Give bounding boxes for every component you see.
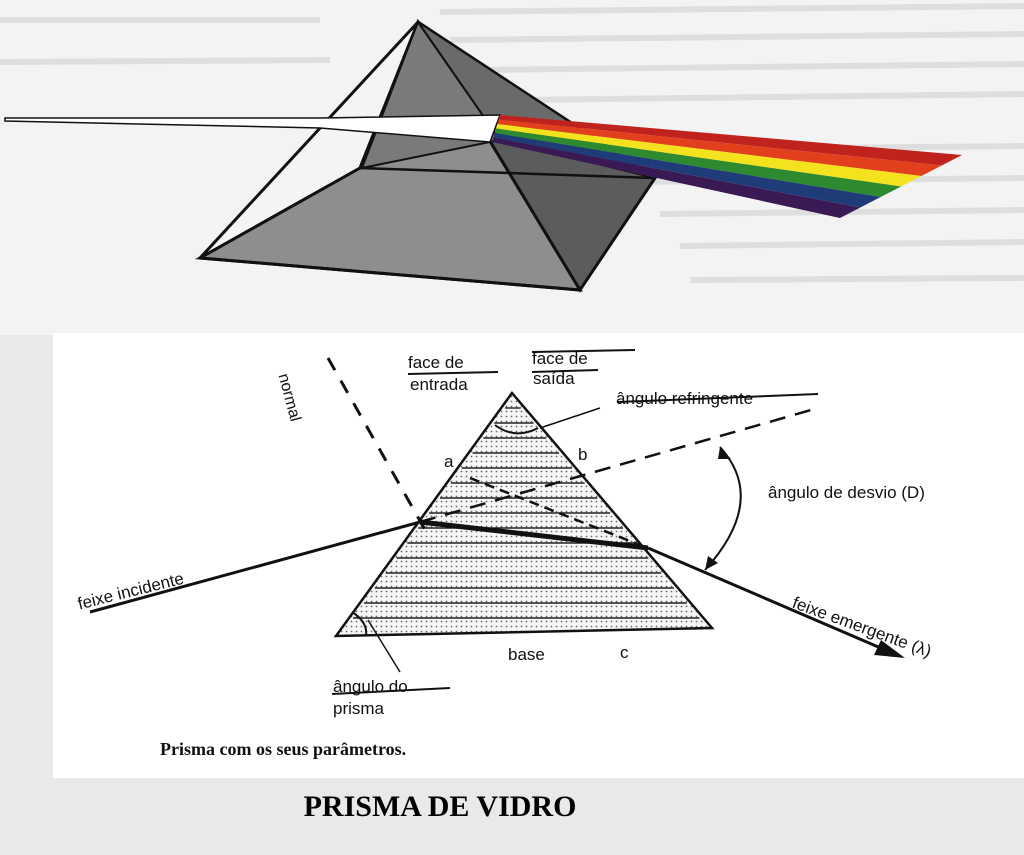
incident-beam-line xyxy=(89,520,421,614)
refracting-angle-label: ângulo refringente xyxy=(616,389,754,408)
prism-angle-label-line2: prisma xyxy=(333,699,385,718)
vertex-a-label: a xyxy=(444,452,454,471)
emergent-beam-arrowhead xyxy=(874,640,905,658)
white-light-beam xyxy=(4,114,502,143)
deviation-arc-arrow-top xyxy=(718,447,731,459)
background-text-lines xyxy=(0,3,1024,283)
spectrum-band xyxy=(492,137,861,218)
emergent-beam-line xyxy=(647,546,891,654)
entry-face-label-line2: entrada xyxy=(410,375,468,394)
prism-edge-base xyxy=(199,256,581,292)
spectrum-band xyxy=(498,115,962,166)
entry-face-label-line1: face de xyxy=(408,353,464,372)
exit-face-label-line2: saída xyxy=(533,369,575,388)
prism-edge-inner xyxy=(359,166,656,180)
refracting-angle-pointer xyxy=(539,407,601,429)
prism-triangle xyxy=(333,390,715,638)
prism-angle-label-line1: ângulo do xyxy=(333,677,408,696)
deviation-angle-label: ângulo de desvio (D) xyxy=(768,483,925,502)
spectrum-band xyxy=(496,124,922,187)
deviation-reference-line xyxy=(419,406,819,524)
vertex-c-label: c xyxy=(620,643,629,662)
spectrum-band xyxy=(494,128,901,197)
refracted-beam-line xyxy=(419,519,649,551)
spectrum-bands xyxy=(492,115,962,218)
internal-ray-line xyxy=(469,476,641,547)
spectrum-band xyxy=(497,119,942,176)
label-underlines xyxy=(331,349,819,695)
vertex-b-label: b xyxy=(578,445,588,464)
prism-angle-arc xyxy=(351,611,368,637)
prism-angle-pointer xyxy=(367,619,401,673)
refracting-angle-arc xyxy=(494,424,539,435)
deviation-angle-arc xyxy=(704,446,742,571)
prism-dispersion-photo xyxy=(0,0,1024,335)
deviation-arc-arrow-bottom xyxy=(705,556,718,570)
page-title: PRISMA DE VIDRO xyxy=(303,790,577,823)
base-label: base xyxy=(508,645,545,664)
spectrum-band xyxy=(493,133,881,208)
diagram-caption: Prisma com os seus parâmetros. xyxy=(160,739,407,759)
exit-face-label-line1: face de xyxy=(532,349,588,368)
normal-line xyxy=(326,357,430,536)
